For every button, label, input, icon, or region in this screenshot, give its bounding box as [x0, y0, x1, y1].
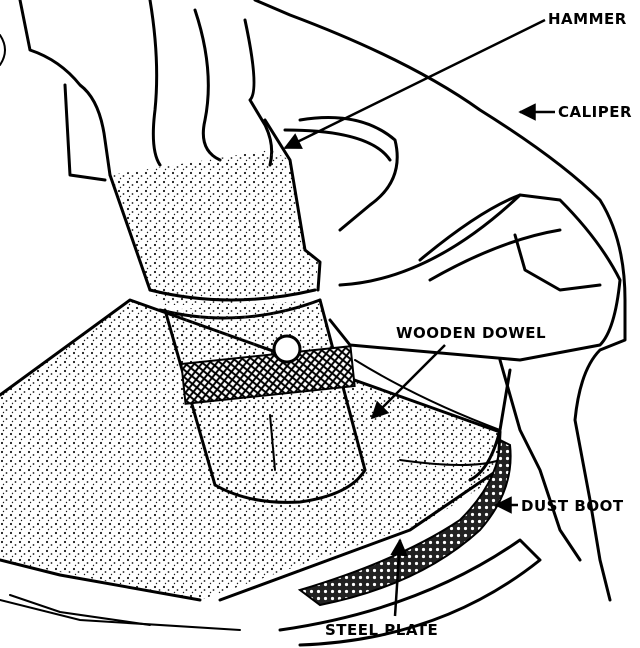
hand: [0, 0, 274, 182]
wooden-dowel: [163, 298, 367, 504]
steel-plate-label: STEEL PLATE: [325, 621, 438, 639]
leader-lines: [283, 18, 555, 617]
wooden-dowel-label: WOODEN DOWEL: [396, 324, 546, 342]
caliper-label: CALIPER: [558, 103, 632, 121]
hammer-label: HAMMER: [548, 10, 627, 28]
hammer: [108, 118, 322, 320]
caliper-body: [253, 0, 627, 602]
dust-boot: [278, 438, 542, 647]
dust-boot-label: DUST BOOT: [521, 497, 624, 515]
